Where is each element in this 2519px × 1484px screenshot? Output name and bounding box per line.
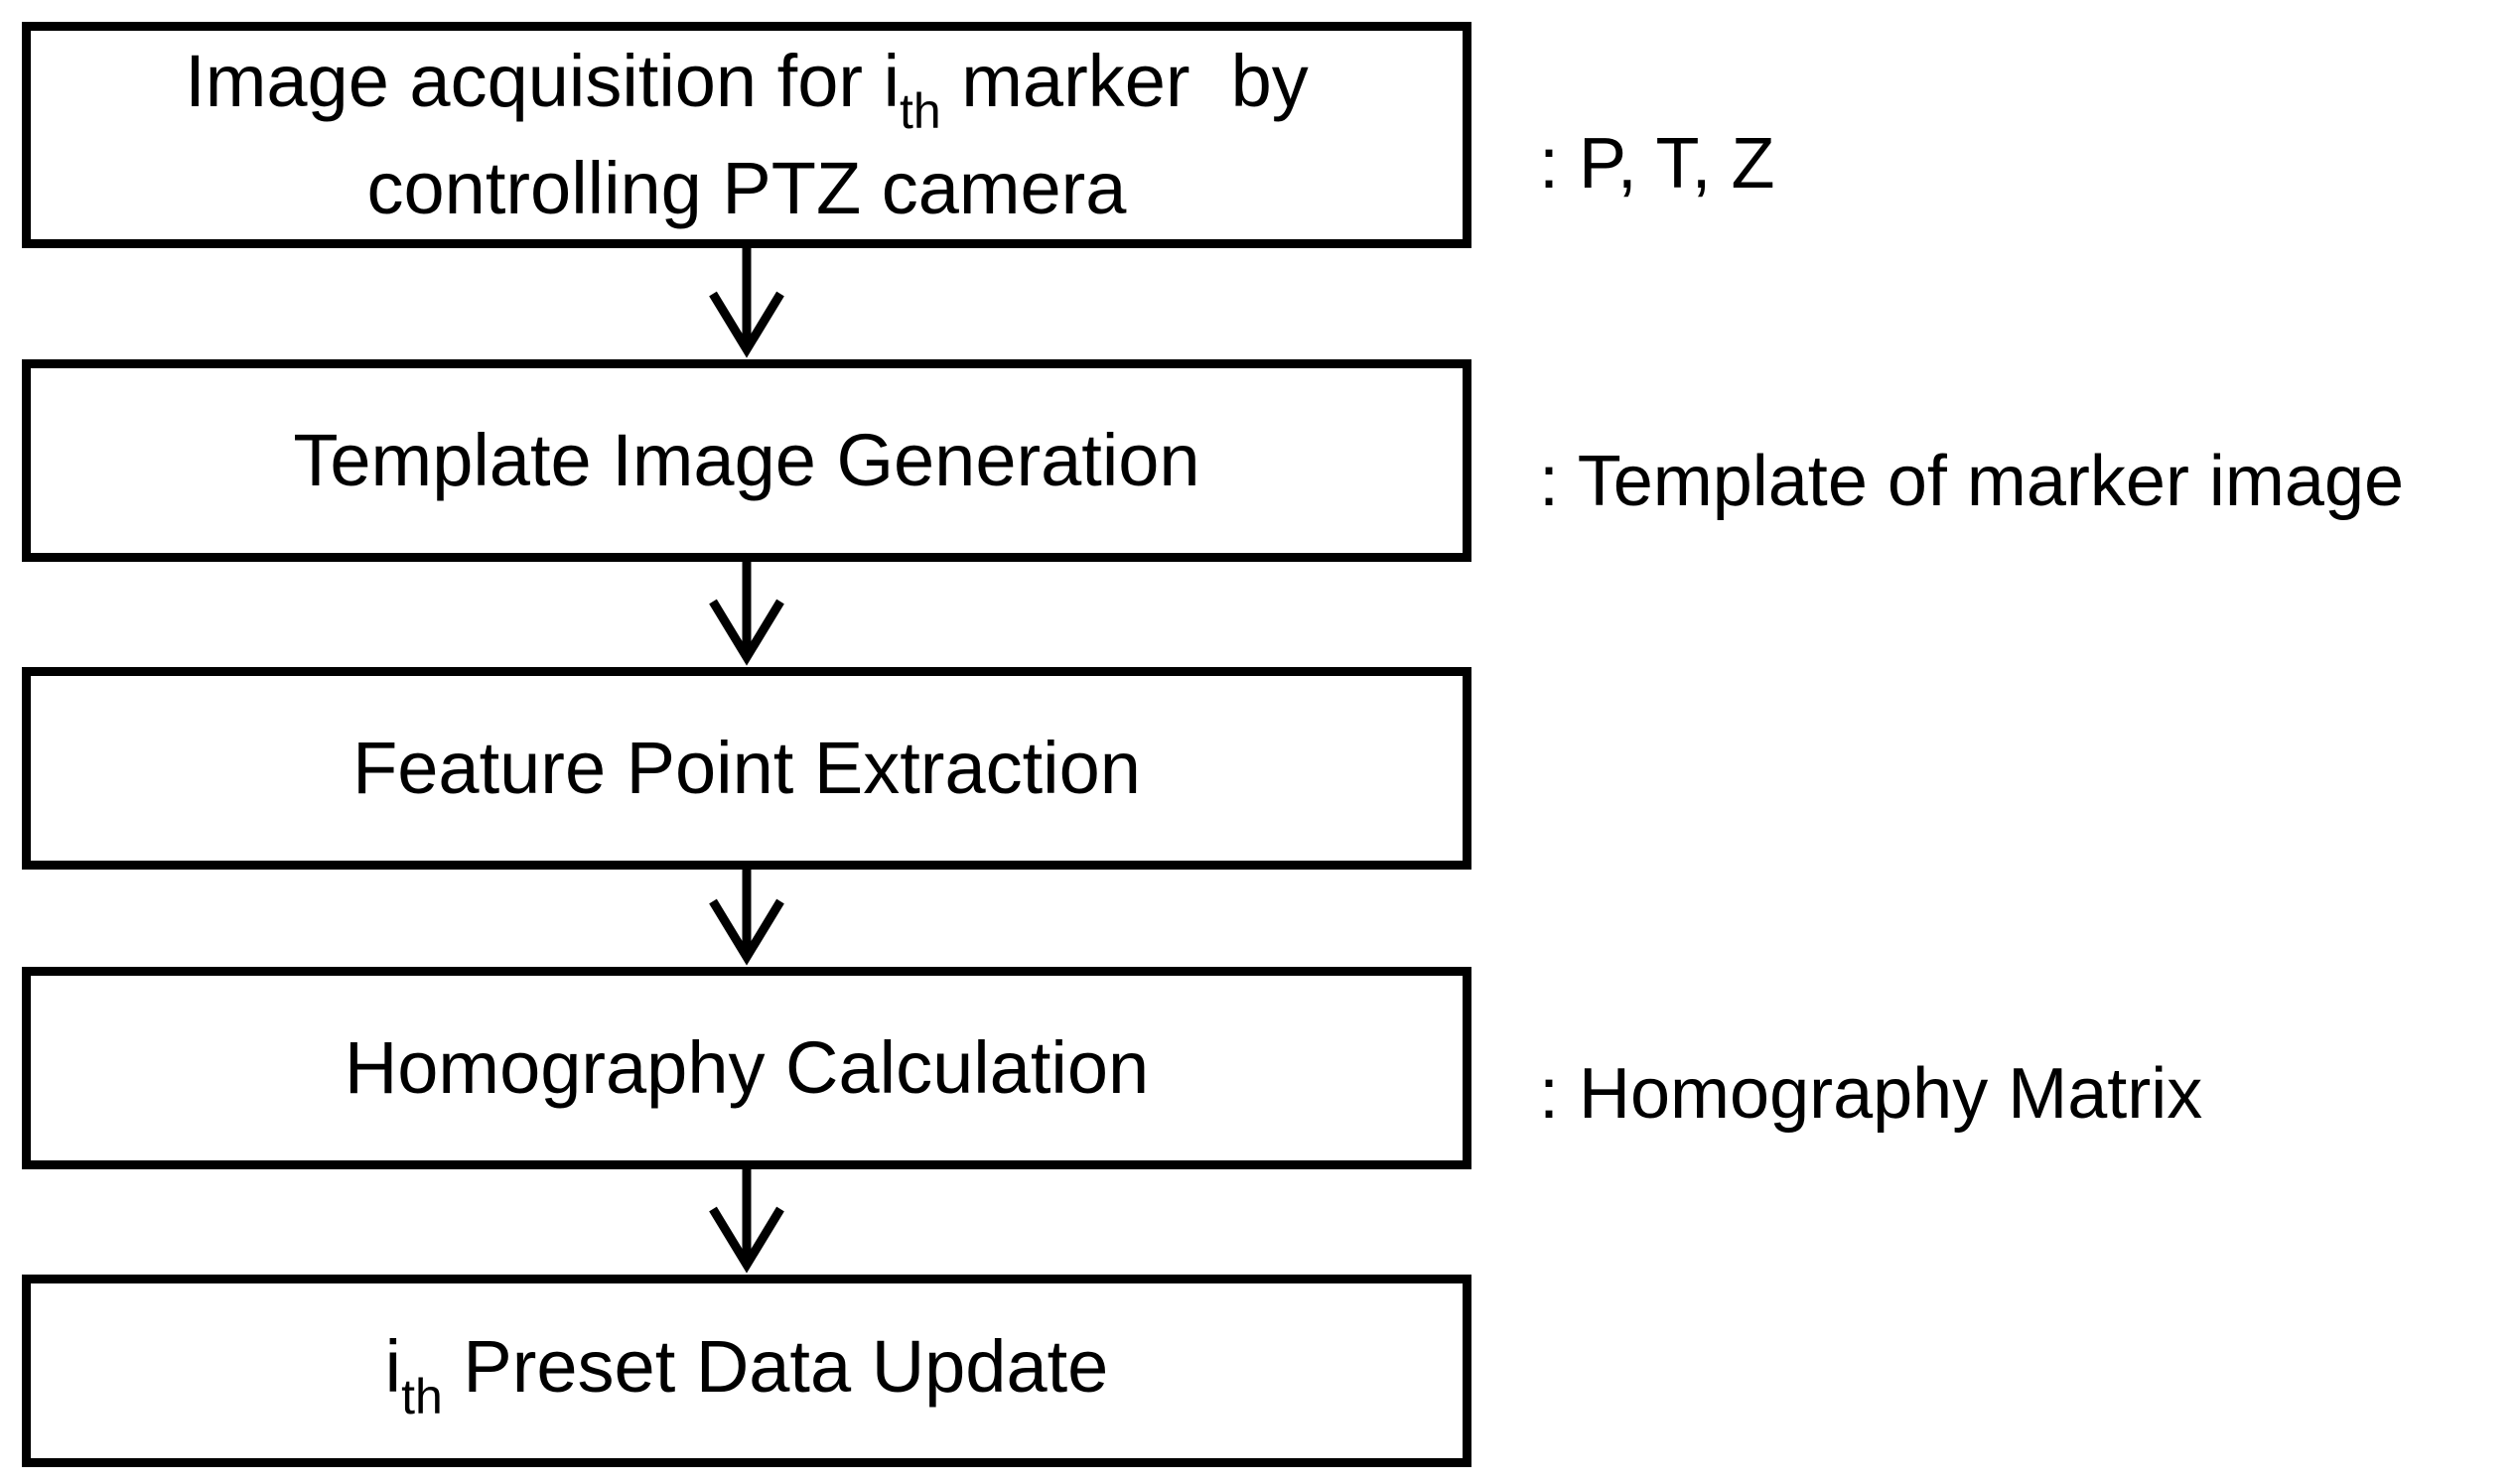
step-image-acquisition-subscript: th	[900, 83, 941, 139]
step-preset-update: ith Preset Data Update	[22, 1275, 1471, 1467]
arrow-3-to-4	[709, 870, 784, 966]
step-preset-update-label: ith Preset Data Update	[385, 1317, 1109, 1424]
step-image-acquisition-line1: Image acquisition for ith marker by	[185, 32, 1309, 139]
step-image-acquisition-line2: controlling PTZ camera	[366, 147, 1127, 229]
step-image-acquisition-text-b: marker by	[940, 40, 1309, 122]
step-feature-extraction: Feature Point Extraction	[22, 667, 1471, 870]
step-template-generation-label: Template Image Generation	[293, 419, 1200, 501]
arrow-2-to-3	[709, 562, 784, 666]
step-template-generation: Template Image Generation	[22, 359, 1471, 562]
step-image-acquisition: Image acquisition for ith marker by cont…	[22, 22, 1471, 248]
step-feature-extraction-label: Feature Point Extraction	[352, 727, 1141, 809]
arrow-1-to-2	[709, 248, 784, 358]
step-homography-calculation-label: Homography Calculation	[344, 1026, 1150, 1109]
step-preset-update-text-a: i	[384, 1325, 402, 1408]
arrow-4-to-5	[709, 1169, 784, 1274]
annotation-template: : Template of marker image	[1539, 442, 2405, 521]
step-preset-update-subscript: th	[401, 1369, 443, 1424]
step-homography-calculation: Homography Calculation	[22, 967, 1471, 1169]
step-image-acquisition-text-a: Image acquisition for i	[185, 40, 901, 122]
annotation-ptz: : P, T, Z	[1539, 124, 1775, 203]
step-preset-update-text-b: Preset Data Update	[442, 1325, 1109, 1408]
annotation-homography: : Homography Matrix	[1539, 1054, 2203, 1134]
